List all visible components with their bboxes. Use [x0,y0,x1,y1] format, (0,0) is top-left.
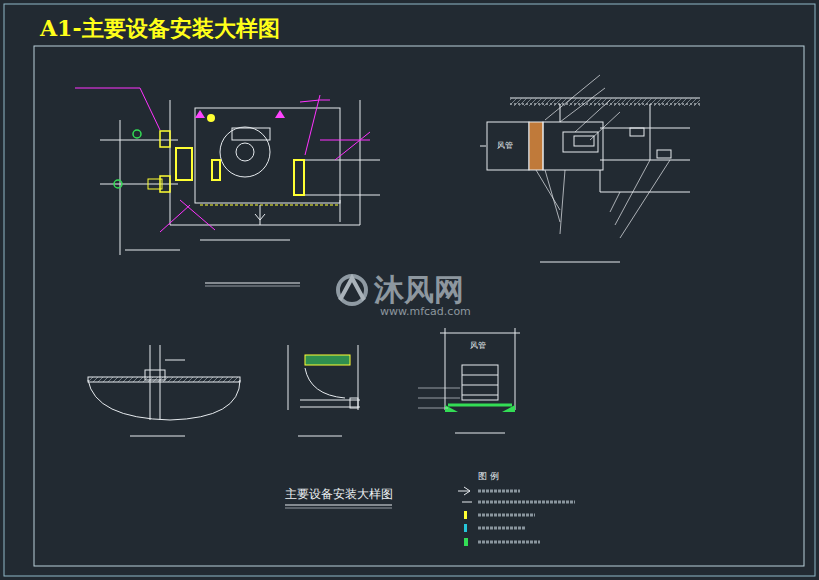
drawing-frame [34,46,804,566]
duct-label: 风管 [470,340,486,351]
leader-lines [75,88,370,232]
sheet-border [4,4,815,576]
sheet-title: A1-主要设备安装大样图 [40,14,280,44]
caption-underline [285,505,392,506]
caption-underline [285,508,392,509]
duct-penetration-detail [418,328,520,412]
legend-symbols [458,487,575,546]
duct-label: 风管 [497,140,513,151]
watermark-logo [338,276,366,304]
view-title-underline [455,433,505,434]
view-title-underline [298,436,342,437]
coil-flex-joints [114,110,304,195]
watermark-text: 沐风网 [374,270,464,311]
support-detail [288,345,360,410]
view-title-underline [130,436,185,437]
floor-sleeve-detail [88,345,240,420]
drawing-caption: 主要设备安装大样图 [285,486,393,503]
diffuser-leaders [536,75,670,238]
fan-coil-detail [100,100,380,255]
legend-heading: 图 例 [478,470,499,483]
view-title-underline [205,283,300,284]
watermark-url: www.mfcad.com [380,305,471,318]
view-title-underline [540,262,620,263]
diffuser-detail [480,98,700,192]
view-title-underline [205,286,300,287]
